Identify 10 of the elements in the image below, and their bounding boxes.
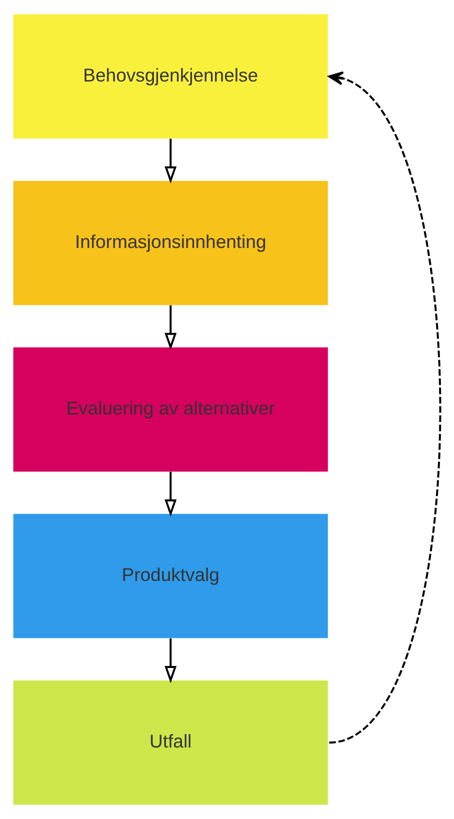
arrow <box>164 472 177 517</box>
node-box: Produktvalg <box>13 514 328 638</box>
node-box: Utfall <box>13 680 328 805</box>
arrow <box>164 305 177 350</box>
node-box: Evaluering av alternativer <box>13 347 328 472</box>
node-box: Informasjonsinnhenting <box>13 180 328 306</box>
arrow <box>164 638 177 684</box>
arrow <box>328 71 442 744</box>
node-box: Behovsgjenkjennelse <box>13 14 328 139</box>
arrow <box>164 138 177 184</box>
